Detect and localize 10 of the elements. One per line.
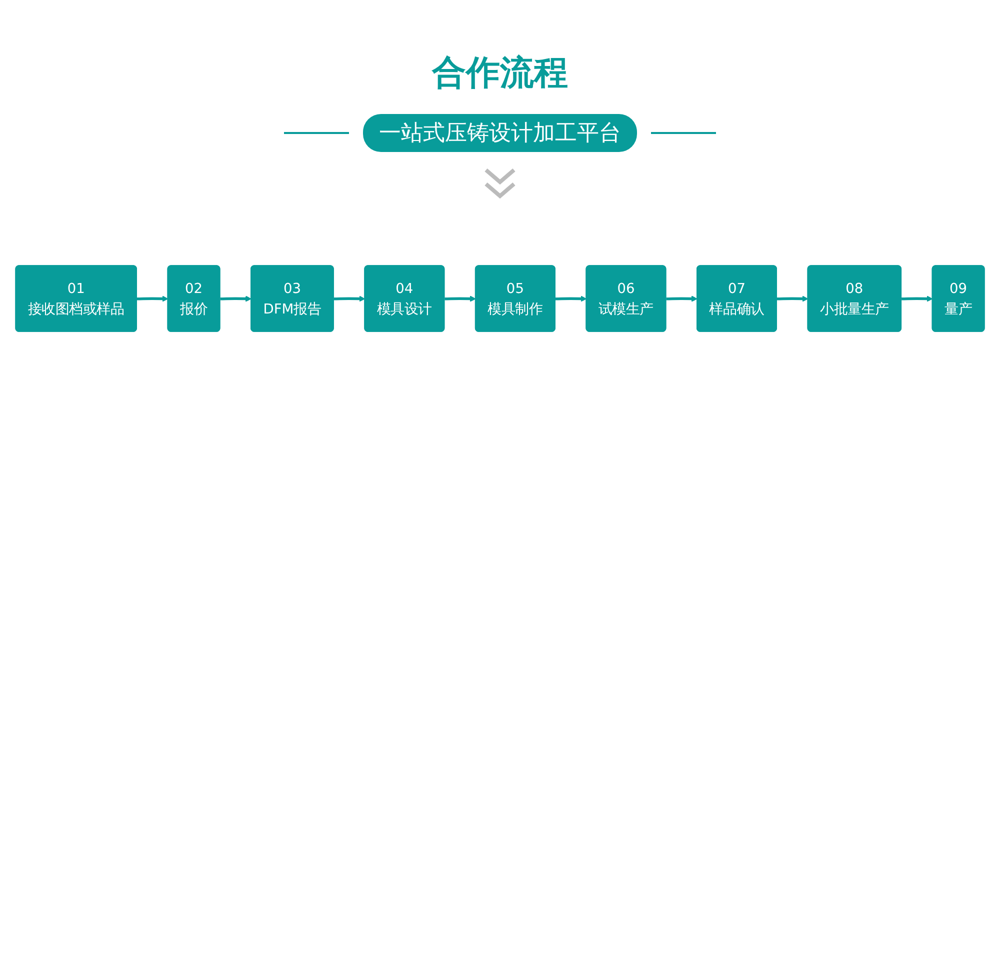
arrow [334, 296, 366, 302]
arrow [220, 296, 252, 302]
arrow [444, 296, 476, 302]
arrow [136, 296, 168, 302]
arrow [555, 296, 587, 302]
arrow [776, 296, 808, 302]
subtitle-pill: 一站式压铸设计加工平台 [363, 114, 637, 152]
title: 合作流程 [432, 52, 568, 95]
arrow [902, 296, 933, 302]
arrow [666, 296, 698, 302]
